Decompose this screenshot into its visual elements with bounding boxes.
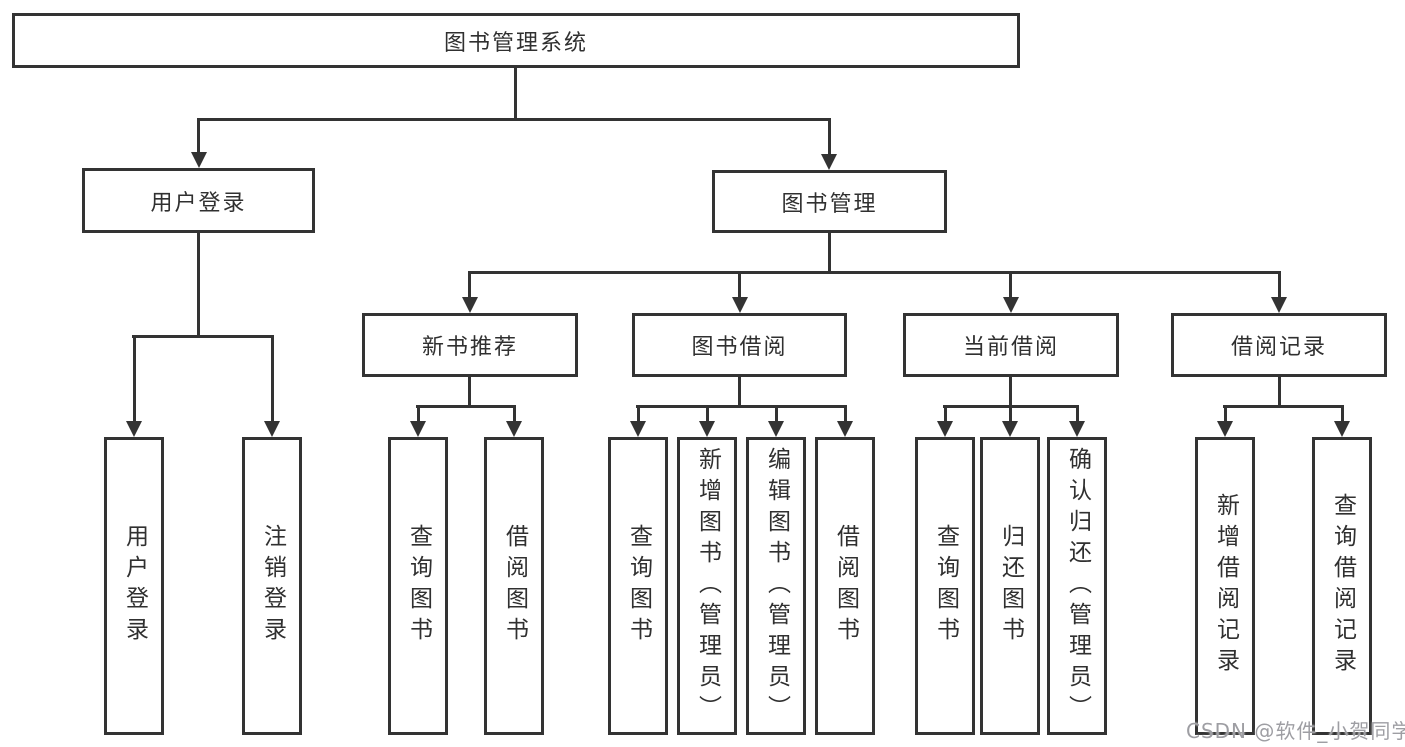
- leaf-borrowing-borrow-book: 借阅图书: [815, 437, 875, 735]
- connector-line: [1224, 405, 1227, 423]
- connector-line: [944, 405, 947, 423]
- node-user-login: 用户登录: [82, 168, 315, 233]
- node-label: 新书推荐: [421, 335, 518, 360]
- connector-line: [133, 335, 136, 423]
- connector-line: [197, 118, 200, 154]
- node-label: 借阅图书: [501, 524, 528, 648]
- arrow-down-icon: [462, 297, 478, 313]
- connector-line: [636, 405, 847, 408]
- leaf-user-login: 用户登录: [104, 437, 164, 735]
- connector-line: [271, 335, 274, 423]
- connector-line: [1009, 271, 1012, 299]
- node-label: 新增借阅记录: [1212, 493, 1239, 679]
- node-label: 查询图书: [625, 524, 652, 648]
- leaf-records-query-record: 查询借阅记录: [1312, 437, 1372, 735]
- node-current-borrowing: 当前借阅: [903, 313, 1119, 377]
- connector-line: [197, 118, 831, 121]
- arrow-down-icon: [732, 297, 748, 313]
- node-book-borrowing: 图书借阅: [632, 313, 847, 377]
- node-label: 图书借阅: [691, 335, 788, 360]
- node-label: 当前借阅: [962, 335, 1059, 360]
- leaf-current-return-book: 归还图书: [980, 437, 1040, 735]
- node-label: 注销登录: [259, 524, 286, 648]
- connector-line: [132, 335, 274, 338]
- connector-line: [513, 405, 516, 423]
- leaf-borrowing-query-book: 查询图书: [608, 437, 668, 735]
- arrow-down-icon: [1271, 297, 1287, 313]
- arrow-down-icon: [264, 421, 280, 437]
- connector-line: [514, 68, 517, 118]
- node-label: 归还图书: [997, 524, 1024, 648]
- connector-line: [706, 405, 709, 423]
- arrow-down-icon: [410, 421, 426, 437]
- arrow-down-icon: [1217, 421, 1233, 437]
- connector-line: [468, 377, 471, 408]
- arrow-down-icon: [506, 421, 522, 437]
- arrow-down-icon: [630, 421, 646, 437]
- leaf-recommend-borrow-book: 借阅图书: [484, 437, 544, 735]
- node-label: 用户登录: [121, 524, 148, 648]
- connector-line: [417, 405, 420, 423]
- node-label: 用户登录: [150, 190, 247, 216]
- arrow-down-icon: [1002, 421, 1018, 437]
- node-label: 借阅记录: [1230, 335, 1327, 360]
- leaf-logout: 注销登录: [242, 437, 302, 735]
- arrow-down-icon: [1069, 421, 1085, 437]
- node-label: 图书管理系统: [443, 30, 588, 56]
- arrow-down-icon: [821, 154, 837, 170]
- node-label: 查询借阅记录: [1329, 493, 1356, 679]
- node-label: 查询图书: [405, 524, 432, 648]
- node-root: 图书管理系统: [12, 13, 1020, 68]
- connector-line: [637, 405, 640, 423]
- leaf-current-confirm-return-admin: 确认归还（管理员）: [1047, 437, 1107, 735]
- connector-line: [1278, 271, 1281, 299]
- arrow-down-icon: [1334, 421, 1350, 437]
- connector-line: [1009, 405, 1012, 423]
- node-new-book-recommend: 新书推荐: [362, 313, 578, 377]
- node-book-management: 图书管理: [712, 170, 947, 233]
- leaf-records-add-record: 新增借阅记录: [1195, 437, 1255, 735]
- connector-line: [1009, 377, 1012, 408]
- connector-line: [197, 233, 200, 338]
- connector-line: [828, 118, 831, 156]
- node-label: 查询图书: [932, 524, 959, 648]
- csdn-watermark: CSDN @软件_小贺同学: [1186, 719, 1405, 743]
- connector-line: [775, 405, 778, 423]
- connector-line: [828, 233, 831, 274]
- node-label: 借阅图书: [832, 524, 859, 648]
- node-label: 编辑图书（管理员）: [763, 446, 790, 726]
- arrow-down-icon: [1003, 297, 1019, 313]
- connector-line: [468, 271, 471, 299]
- connector-line: [844, 405, 847, 423]
- arrow-down-icon: [768, 421, 784, 437]
- connector-line: [468, 271, 1281, 274]
- arrow-down-icon: [837, 421, 853, 437]
- node-label: 新增图书（管理员）: [694, 446, 721, 726]
- connector-line: [1223, 405, 1344, 408]
- connector-line: [1076, 405, 1079, 423]
- arrow-down-icon: [937, 421, 953, 437]
- leaf-current-query-book: 查询图书: [915, 437, 975, 735]
- node-label: 图书管理: [781, 191, 878, 217]
- leaf-borrowing-add-book-admin: 新增图书（管理员）: [677, 437, 737, 735]
- connector-line: [738, 271, 741, 299]
- connector-line: [738, 377, 741, 408]
- arrow-down-icon: [699, 421, 715, 437]
- leaf-recommend-query-book: 查询图书: [388, 437, 448, 735]
- arrow-down-icon: [126, 421, 142, 437]
- node-label: 确认归还（管理员）: [1064, 446, 1091, 726]
- connector-line: [1341, 405, 1344, 423]
- connector-line: [1278, 377, 1281, 408]
- node-borrow-records: 借阅记录: [1171, 313, 1387, 377]
- arrow-down-icon: [191, 152, 207, 168]
- leaf-borrowing-edit-book-admin: 编辑图书（管理员）: [746, 437, 806, 735]
- connector-line: [416, 405, 516, 408]
